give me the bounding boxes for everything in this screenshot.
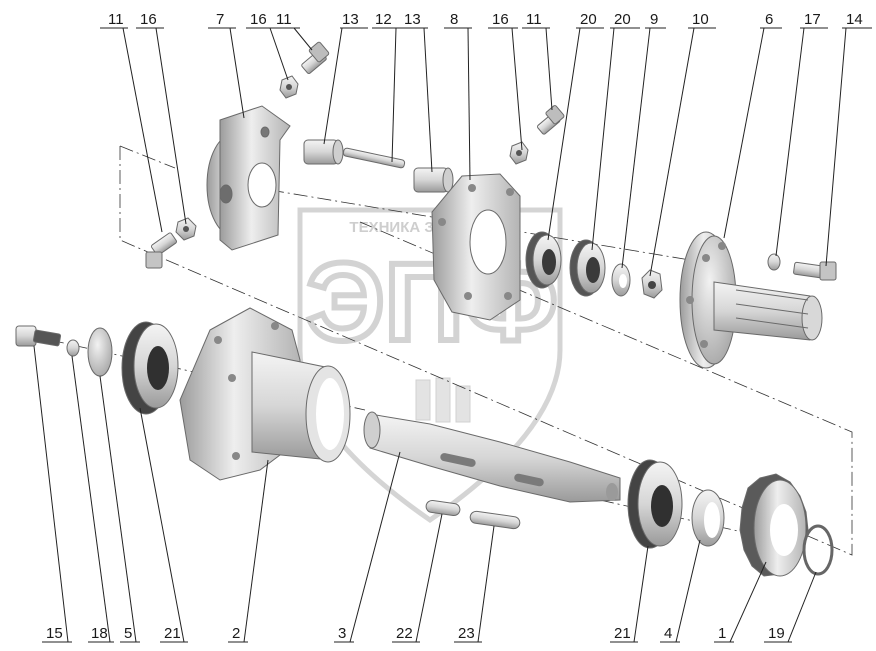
part-21-bearing-left — [121, 321, 179, 415]
part-15-bolt — [15, 325, 62, 347]
callout-15: 15 — [46, 625, 63, 642]
callout-7: 7 — [216, 11, 224, 28]
leader-lines — [33, 27, 872, 643]
callout-13-left: 13 — [342, 11, 359, 28]
callout-12: 12 — [375, 11, 392, 28]
part-21-bearing-right — [627, 459, 683, 549]
part-8-flange-plate — [431, 173, 521, 321]
callout-labels: 11 16 7 16 11 13 12 13 8 16 11 20 20 9 1… — [46, 11, 863, 642]
callout-13-right: 13 — [404, 11, 421, 28]
callout-21-left: 21 — [164, 625, 181, 642]
part-4-spacer-ring — [691, 489, 725, 547]
part-13-bushing-right — [413, 167, 454, 193]
callout-2: 2 — [232, 625, 240, 642]
callout-20-b: 20 — [614, 11, 631, 28]
part-16-nut-left — [175, 217, 197, 241]
callout-6: 6 — [765, 11, 773, 28]
part-5-washer — [87, 327, 113, 377]
part-14-bolt — [793, 261, 837, 281]
part-22-key — [425, 499, 461, 517]
callout-9: 9 — [650, 11, 658, 28]
part-16-nut-top-right — [509, 141, 529, 165]
callout-4: 4 — [664, 625, 672, 642]
part-2-housing — [179, 307, 351, 481]
callout-20-a: 20 — [580, 11, 597, 28]
callout-23: 23 — [458, 625, 475, 642]
callout-19: 19 — [768, 625, 785, 642]
part-11-bolt-left — [145, 232, 177, 269]
callout-21-right: 21 — [614, 625, 631, 642]
callout-11-top: 11 — [276, 11, 292, 28]
part-23-key — [469, 510, 521, 530]
callout-1: 1 — [718, 625, 726, 642]
part-19-snap-ring — [802, 524, 834, 576]
part-3-shaft — [363, 411, 621, 503]
part-11-bolt-top-left — [301, 41, 330, 74]
callout-17: 17 — [804, 11, 821, 28]
part-1-sprocket — [739, 473, 809, 577]
callout-11-left: 11 — [108, 11, 124, 28]
callout-16-top: 16 — [250, 11, 267, 28]
callout-16-right: 16 — [492, 11, 509, 28]
part-18-lock-washer — [66, 339, 80, 357]
part-17-washer — [767, 253, 781, 271]
part-11-bolt-top-right — [537, 105, 565, 135]
callout-5: 5 — [124, 625, 132, 642]
part-9-washer — [611, 263, 631, 297]
callout-14: 14 — [846, 11, 863, 28]
callout-18: 18 — [91, 625, 108, 642]
part-20-bearing-b — [569, 239, 606, 297]
callout-16-left: 16 — [140, 11, 157, 28]
callout-8: 8 — [450, 11, 458, 28]
callout-10: 10 — [692, 11, 709, 28]
watermark-wheat-icon — [415, 377, 471, 423]
part-20-bearing-a — [525, 231, 562, 289]
part-10-nut — [641, 269, 663, 299]
callout-22: 22 — [396, 625, 413, 642]
callout-11-right: 11 — [526, 11, 542, 28]
part-13-bushing-left — [303, 139, 344, 165]
part-12-rod — [342, 147, 406, 169]
part-7-bracket — [206, 105, 291, 251]
part-6-splined-flange — [679, 231, 823, 369]
part-16-nut-top-left — [279, 75, 299, 99]
callout-3: 3 — [338, 625, 346, 642]
